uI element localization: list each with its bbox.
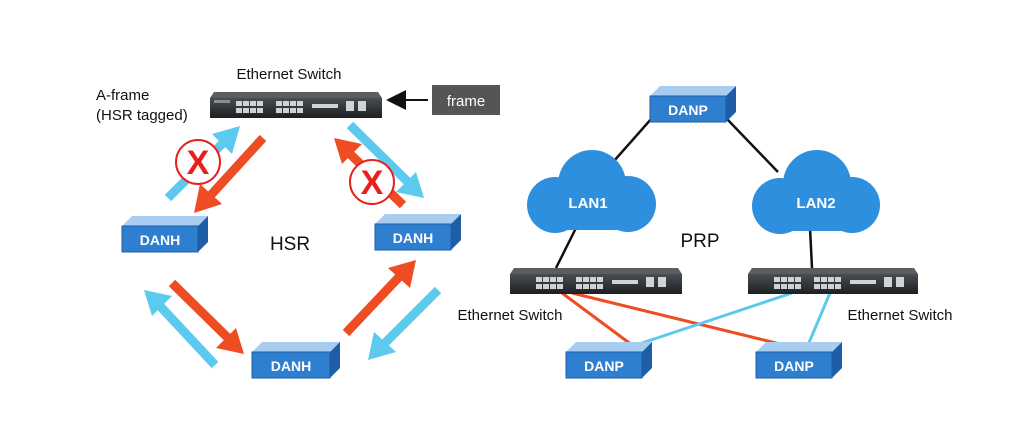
- frame-tag-label: frame: [447, 93, 485, 110]
- danh-left-label: DANH: [140, 232, 180, 248]
- danh-node-left: DANH: [121, 216, 208, 253]
- arrow-cyan-bottom-right-down: [380, 286, 442, 348]
- hsr-ethernet-switch: [210, 92, 382, 118]
- danp-node-bottom-left: DANP: [565, 342, 652, 379]
- danp-node-top: DANP: [649, 86, 736, 123]
- hsr-switch-label: Ethernet Switch: [236, 66, 341, 83]
- prp-ethernet-switch-left: [510, 268, 682, 294]
- prp-ethernet-switch-right: [748, 268, 918, 294]
- danp-top-label: DANP: [668, 102, 708, 118]
- danp-bottom-right-label: DANP: [774, 358, 814, 374]
- aframe-label-line1: A-frame: [96, 87, 149, 104]
- danh-right-label: DANH: [393, 230, 433, 246]
- frame-tag: [432, 85, 500, 115]
- blocked-marker-left: X: [175, 139, 221, 185]
- cloud-lan2: LAN2: [752, 150, 880, 234]
- prp-section: DANP LAN1 LAN2: [457, 86, 953, 379]
- blocked-x-left: X: [187, 144, 210, 182]
- danp-node-bottom-right: DANP: [755, 342, 842, 379]
- arrow-orange-bottom-left-down: [168, 279, 232, 342]
- arrow-orange-bottom-right-up: [342, 272, 404, 337]
- danh-node-right: DANH: [374, 214, 461, 251]
- prp-center-label: PRP: [680, 231, 719, 252]
- prp-switch-right-label: Ethernet Switch: [847, 307, 952, 324]
- hsr-section: Ethernet Switch A-frame (HSR tagged) fra…: [96, 66, 500, 379]
- danh-bottom-label: DANH: [271, 358, 311, 374]
- cloud-lan2-label: LAN2: [796, 195, 835, 212]
- cloud-lan1: LAN1: [527, 150, 656, 233]
- arrow-orange-left-down: [206, 134, 267, 200]
- prp-node-links: [561, 291, 832, 347]
- hsr-center-label: HSR: [270, 234, 310, 255]
- switch-ports: [236, 101, 366, 113]
- danp-bottom-left-label: DANP: [584, 358, 624, 374]
- blocked-marker-right: X: [349, 159, 395, 205]
- cloud-lan1-label: LAN1: [568, 195, 607, 212]
- arrow-cyan-right-down: [346, 121, 412, 186]
- arrow-cyan-bottom-left-up: [156, 302, 219, 369]
- danh-node-bottom: DANH: [251, 342, 340, 379]
- prp-switch-left-label: Ethernet Switch: [457, 307, 562, 324]
- aframe-label-line2: (HSR tagged): [96, 107, 188, 124]
- blocked-x-right: X: [361, 164, 384, 202]
